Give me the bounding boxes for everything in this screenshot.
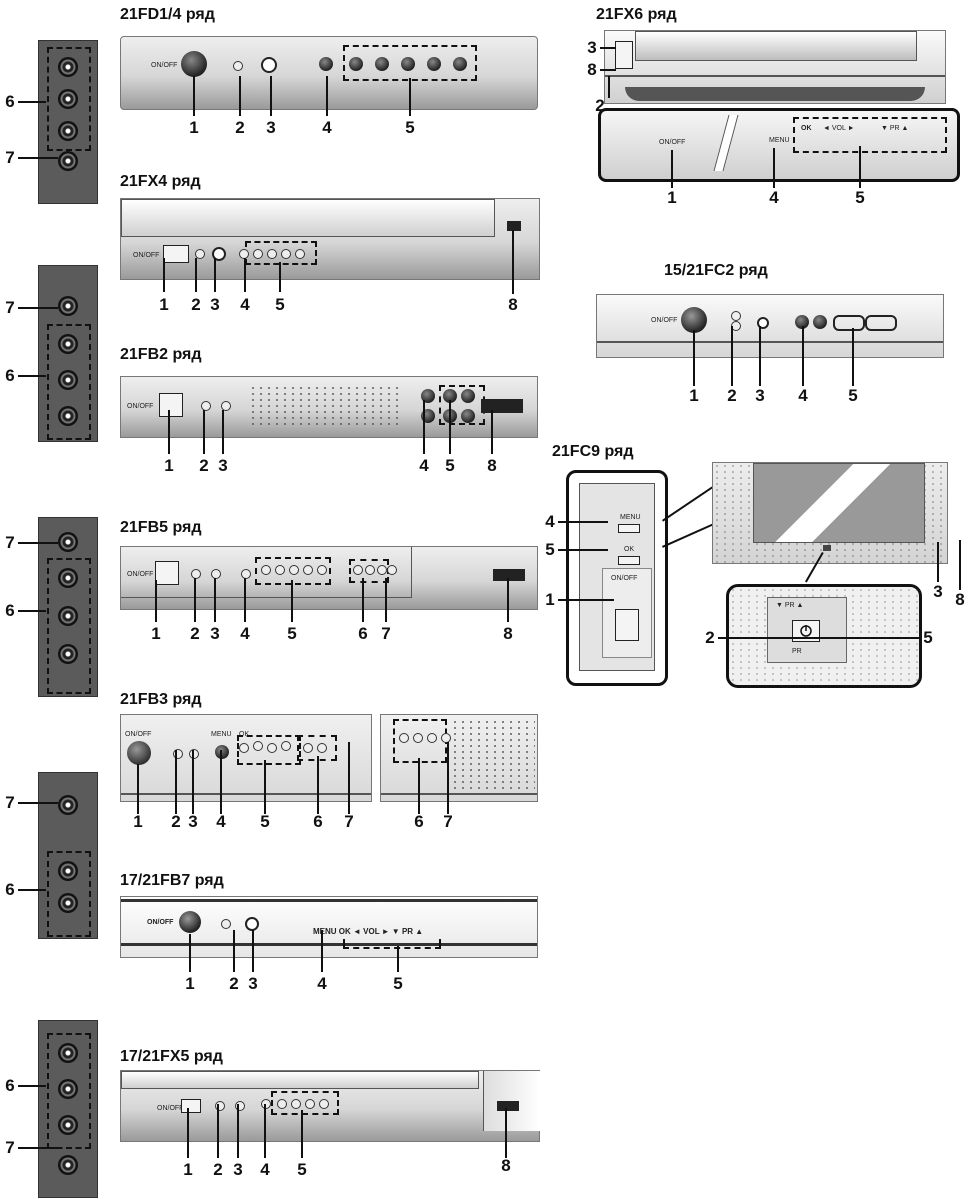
sensor bbox=[245, 917, 259, 931]
callout-6: 6 bbox=[5, 880, 15, 899]
side-button[interactable] bbox=[497, 1101, 519, 1111]
power-button[interactable] bbox=[159, 393, 183, 417]
section-title-fd1: 21FD1/4 ряд bbox=[120, 6, 215, 23]
callout-7: 7 bbox=[5, 298, 15, 317]
control-button[interactable] bbox=[375, 57, 389, 71]
control-button[interactable] bbox=[453, 57, 467, 71]
tv-panel-fd1: ON/OFF bbox=[120, 36, 538, 110]
control-group-box bbox=[255, 557, 331, 585]
tv-panel-fb5: ON/OFF bbox=[120, 546, 538, 610]
tv-panel-fx6 bbox=[604, 30, 946, 104]
av-jack-icon bbox=[58, 644, 78, 664]
av-jack-icon bbox=[58, 334, 78, 354]
section-title-fb5: 21FB5 ряд bbox=[120, 519, 202, 536]
section-title-fx6: 21FX6 ряд bbox=[596, 6, 677, 23]
callout-6: 6 bbox=[5, 92, 15, 111]
av-jack-icon bbox=[58, 57, 78, 77]
tv-panel-fb7: ON/OFF MENU OK ◄ VOL ► ▼ PR ▲ bbox=[120, 896, 538, 958]
control-button[interactable] bbox=[401, 57, 415, 71]
callout-7: 7 bbox=[5, 1138, 15, 1157]
sensor bbox=[212, 247, 226, 261]
menu-button[interactable] bbox=[319, 57, 333, 71]
jack-panel-1 bbox=[38, 40, 98, 204]
section-title-fc9: 21FC9 ряд bbox=[552, 443, 634, 460]
jack-panel-5 bbox=[38, 1020, 98, 1198]
av-jack-icon bbox=[58, 89, 78, 109]
zoom-box-fc9-bottom: ▼ PR ▲ PR bbox=[726, 584, 922, 688]
jack-group-box bbox=[47, 558, 91, 694]
jack-group-box bbox=[47, 47, 91, 151]
av-jack-icon bbox=[58, 121, 78, 141]
control-group-box bbox=[271, 1091, 339, 1115]
standby-button[interactable] bbox=[792, 620, 820, 642]
jack-group-box bbox=[47, 324, 91, 440]
vol-rocker[interactable] bbox=[833, 315, 865, 331]
jack-panel-4 bbox=[38, 772, 98, 939]
section-title-fc2: 15/21FC2 ряд bbox=[664, 262, 768, 279]
av-jack-icon bbox=[58, 568, 78, 588]
ok-button[interactable] bbox=[813, 315, 827, 329]
av-jack-icon bbox=[58, 406, 78, 426]
side-button[interactable] bbox=[481, 399, 523, 413]
control-group-box bbox=[343, 939, 441, 949]
side-button[interactable] bbox=[507, 221, 521, 231]
menu-button[interactable] bbox=[795, 315, 809, 329]
callout-7: 7 bbox=[5, 148, 15, 167]
av-jack-icon bbox=[58, 861, 78, 881]
av-jack-icon bbox=[58, 296, 78, 316]
power-button[interactable] bbox=[181, 51, 207, 77]
side-button[interactable] bbox=[493, 569, 525, 581]
control-group-box bbox=[793, 117, 947, 153]
tv-panel-fb3-side bbox=[380, 714, 538, 802]
menu-button[interactable] bbox=[618, 524, 640, 533]
tv-panel-fb2: ON/OFF bbox=[120, 376, 538, 438]
zoom-box-fc9: MENU OK ON/OFF bbox=[566, 470, 668, 686]
section-title-fb2: 21FB2 ряд bbox=[120, 346, 202, 363]
av-jack-icon bbox=[58, 1155, 78, 1175]
av-jack-icon bbox=[58, 1079, 78, 1099]
tv-panel-fx4: ON/OFF bbox=[120, 198, 540, 280]
control-group-box bbox=[237, 735, 301, 765]
tv-panel-fb3: ON/OFF MENU OK bbox=[120, 714, 372, 802]
jack-group-box bbox=[47, 851, 91, 937]
av-jack-icon bbox=[58, 1115, 78, 1135]
sensor bbox=[261, 57, 277, 73]
section-title-fx5: 17/21FX5 ряд bbox=[120, 1048, 223, 1065]
section-title-fb3: 21FB3 ряд bbox=[120, 691, 202, 708]
av-jack-icon bbox=[58, 893, 78, 913]
tv-panel-fc2: ON/OFF bbox=[596, 294, 944, 358]
power-button[interactable] bbox=[179, 911, 201, 933]
power-button[interactable] bbox=[163, 245, 189, 263]
control-button[interactable] bbox=[349, 57, 363, 71]
av-jack-icon bbox=[58, 795, 78, 815]
callout-6: 6 bbox=[5, 1076, 15, 1095]
power-button[interactable] bbox=[615, 609, 639, 641]
power-button[interactable] bbox=[681, 307, 707, 333]
av-jack-icon bbox=[58, 1043, 78, 1063]
power-icon bbox=[800, 625, 812, 637]
section-title-fb7: 17/21FB7 ряд bbox=[120, 872, 224, 889]
callout-6: 6 bbox=[5, 601, 15, 620]
av-jack-icon bbox=[58, 370, 78, 390]
av-jack-icon bbox=[58, 532, 78, 552]
section-title-fx4: 21FX4 ряд bbox=[120, 173, 201, 190]
zoom-box-fx6: ON/OFF MENU OK ◄ VOL ► ▼ PR ▲ bbox=[598, 108, 960, 182]
av-jack-icon bbox=[58, 151, 78, 171]
power-button[interactable] bbox=[127, 741, 151, 765]
av-jack-icon bbox=[58, 606, 78, 626]
control-button[interactable] bbox=[427, 57, 441, 71]
ok-button[interactable] bbox=[618, 556, 640, 565]
callout-7: 7 bbox=[5, 533, 15, 552]
callout-6: 6 bbox=[5, 366, 15, 385]
tv-panel-fc9 bbox=[712, 462, 948, 564]
power-button[interactable] bbox=[181, 1099, 201, 1113]
pr-rocker[interactable] bbox=[865, 315, 897, 331]
callout-7: 7 bbox=[5, 793, 15, 812]
jack-panel-2 bbox=[38, 265, 98, 442]
jack-panel-3 bbox=[38, 517, 98, 697]
power-button[interactable] bbox=[155, 561, 179, 585]
jack-group-box bbox=[47, 1033, 91, 1149]
tv-panel-fx5: ON/OFF bbox=[120, 1070, 540, 1142]
